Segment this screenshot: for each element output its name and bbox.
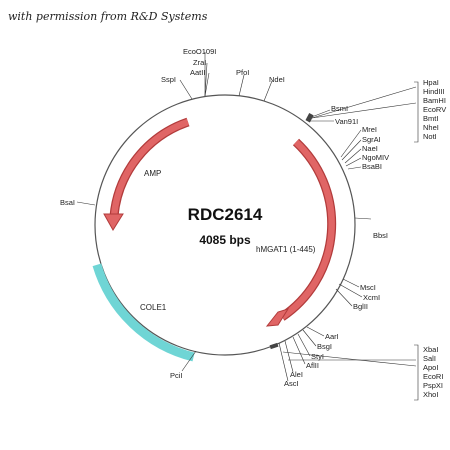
site-bsmi: BsmI: [331, 104, 348, 113]
site-aari: AarI: [325, 332, 339, 341]
site-sspi: SspI: [161, 75, 176, 84]
site-bsabi: BsaBI: [362, 162, 382, 171]
site-ecori: EcoRI: [423, 372, 443, 381]
hmgat1-label: hMGAT1 (1-445): [256, 245, 316, 254]
site-bbsi: BbsI: [373, 231, 388, 240]
site-xhoi: XhoI: [423, 390, 438, 399]
cluster-mark-upper: [305, 113, 314, 123]
site-sgrai: SgrAI: [362, 135, 381, 144]
site-pspxi: PspXI: [423, 381, 443, 390]
site-xbai: XbaI: [423, 345, 438, 354]
site-aflii: AflII: [306, 361, 319, 370]
site-apoi: ApoI: [423, 363, 438, 372]
site-ngomiv: NgoMIV: [362, 153, 389, 162]
hmgat1-arrow: [265, 138, 337, 327]
site-bmti: BmtI: [423, 114, 438, 123]
site-nhei: NheI: [423, 123, 439, 132]
cluster-mark-lower: [269, 342, 279, 350]
site-alei: AleI: [290, 370, 303, 379]
site-ndei: NdeI: [269, 75, 285, 84]
plasmid-backbone: [94, 94, 356, 356]
site-noti: NotI: [423, 132, 437, 141]
site-msci: MscI: [360, 283, 376, 292]
credit-text: with permission from R&D Systems: [8, 10, 208, 23]
site-naei: NaeI: [362, 144, 378, 153]
site-pfoi: PfoI: [236, 68, 249, 77]
site-hindiii: HindIII: [423, 87, 445, 96]
site-xcmi: XcmI: [363, 293, 380, 302]
site-van91i: Van91I: [335, 117, 358, 126]
site-sali: SalI: [423, 354, 436, 363]
plasmid-name: RDC2614: [188, 205, 263, 224]
site-ecoo109i: EcoO109I: [183, 47, 216, 56]
site-ecorv: EcoRV: [423, 105, 446, 114]
amp-label: AMP: [144, 169, 161, 178]
site-mrei: MreI: [362, 125, 377, 134]
site-styi: StyI: [311, 352, 324, 361]
cole1-label: COLE1: [140, 303, 167, 312]
plasmid-size: 4085 bps: [199, 233, 251, 247]
site-bglii: BglII: [353, 302, 368, 311]
cole1-feature: [92, 263, 195, 362]
site-bamhi: BamHI: [423, 96, 446, 105]
site-bsgi: BsgI: [317, 342, 332, 351]
site-aatii: AatII: [190, 68, 205, 77]
site-pcii: PciI: [170, 371, 183, 380]
site-bsai: BsaI: [60, 198, 75, 207]
site-zrai: ZraI: [193, 58, 206, 67]
amp-arrow: [103, 117, 190, 231]
site-leaders: [76, 52, 419, 401]
site-asci: AscI: [284, 379, 299, 388]
site-hpai: HpaI: [423, 78, 439, 87]
